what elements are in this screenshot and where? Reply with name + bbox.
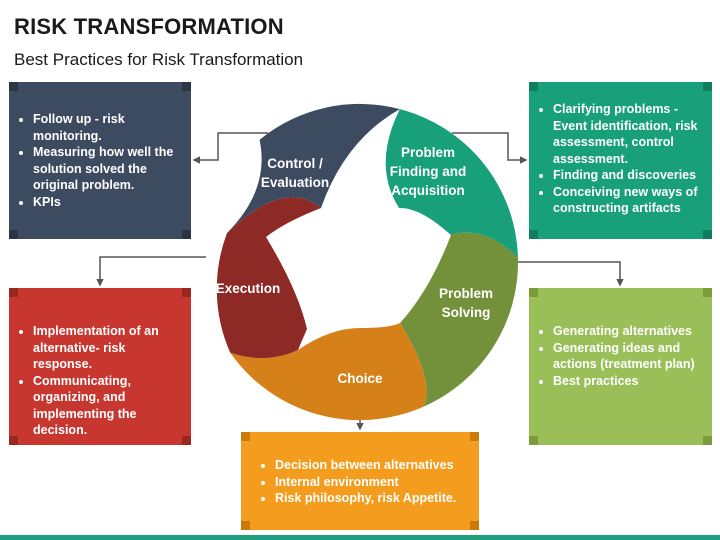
card-bullet: Implementation of an alternative- risk r… bbox=[33, 323, 183, 373]
card-corner bbox=[703, 230, 712, 239]
card-corner bbox=[182, 82, 191, 91]
card-corner bbox=[470, 521, 479, 530]
label-choice: Choice bbox=[337, 371, 383, 386]
card-corner bbox=[529, 230, 538, 239]
card-control-evaluation: Follow up - risk monitoring. Measuring h… bbox=[9, 82, 191, 239]
card-corner bbox=[9, 82, 18, 91]
card-execution: Implementation of an alternative- risk r… bbox=[9, 288, 191, 445]
card-bullet: Decision between alternatives bbox=[275, 457, 469, 474]
connector-problem-finding bbox=[452, 132, 528, 164]
card-bullet: Generating ideas and actions (treatment … bbox=[553, 340, 704, 373]
card-bullet: Follow up - risk monitoring. bbox=[33, 111, 181, 144]
label-execution: Execution bbox=[216, 281, 281, 296]
page-subtitle: Best Practices for Risk Transformation bbox=[14, 50, 304, 69]
card-corner bbox=[182, 288, 191, 297]
segment-problem-finding bbox=[385, 109, 518, 258]
card-bullet: Finding and discoveries bbox=[553, 167, 704, 184]
card-bullet: Communicating, organizing, and implement… bbox=[33, 373, 183, 439]
card-bullet: Measuring how well the solution solved t… bbox=[33, 144, 181, 194]
label-problem-solving-2: Solving bbox=[442, 305, 491, 320]
connector-control bbox=[192, 132, 268, 164]
card-corner bbox=[703, 288, 712, 297]
card-corner bbox=[470, 432, 479, 441]
connector-execution bbox=[96, 256, 206, 287]
card-bullet-list: Generating alternatives Generating ideas… bbox=[537, 323, 704, 389]
card-bullet: Best practices bbox=[553, 373, 704, 390]
card-corner bbox=[529, 436, 538, 445]
card-problem-solving: Generating alternatives Generating ideas… bbox=[529, 288, 712, 445]
segment-control bbox=[227, 103, 400, 233]
card-bullet-list: Implementation of an alternative- risk r… bbox=[17, 323, 183, 439]
card-bullet: Conceiving new ways of constructing arti… bbox=[553, 184, 704, 217]
connector-problem-solving bbox=[515, 261, 624, 287]
segment-execution bbox=[216, 197, 321, 359]
label-problem-finding-3: Acquisition bbox=[391, 183, 465, 198]
bottom-accent-bar bbox=[0, 535, 720, 540]
card-corner bbox=[241, 521, 250, 530]
card-bullet: Clarifying problems - Event identificati… bbox=[553, 101, 704, 167]
card-corner bbox=[182, 230, 191, 239]
label-control-2: Evaluation bbox=[261, 175, 329, 190]
card-bullet: Internal environment bbox=[275, 474, 469, 491]
label-problem-solving-1: Problem bbox=[439, 286, 493, 301]
card-choice: Decision between alternatives Internal e… bbox=[241, 432, 479, 530]
card-corner bbox=[182, 436, 191, 445]
card-bullet-list: Follow up - risk monitoring. Measuring h… bbox=[17, 111, 181, 210]
card-corner bbox=[529, 82, 538, 91]
card-bullet-list: Decision between alternatives Internal e… bbox=[259, 457, 469, 507]
card-corner bbox=[241, 432, 250, 441]
card-corner bbox=[9, 288, 18, 297]
card-corner bbox=[9, 436, 18, 445]
card-bullet: Generating alternatives bbox=[553, 323, 704, 340]
card-bullet: Risk philosophy, risk Appetite. bbox=[275, 490, 469, 507]
card-corner bbox=[703, 82, 712, 91]
page-title: RISK TRANSFORMATION bbox=[14, 14, 284, 39]
card-bullet: KPIs bbox=[33, 194, 181, 211]
card-problem-finding: Clarifying problems - Event identificati… bbox=[529, 82, 712, 239]
segment-choice bbox=[230, 323, 427, 421]
card-bullet-list: Clarifying problems - Event identificati… bbox=[537, 101, 704, 217]
card-corner bbox=[529, 288, 538, 297]
card-corner bbox=[9, 230, 18, 239]
card-corner bbox=[703, 436, 712, 445]
label-problem-finding-2: Finding and bbox=[390, 164, 467, 179]
label-problem-finding-1: Problem bbox=[401, 145, 455, 160]
segment-problem-solving bbox=[400, 232, 519, 407]
label-control-1: Control / bbox=[267, 156, 323, 171]
